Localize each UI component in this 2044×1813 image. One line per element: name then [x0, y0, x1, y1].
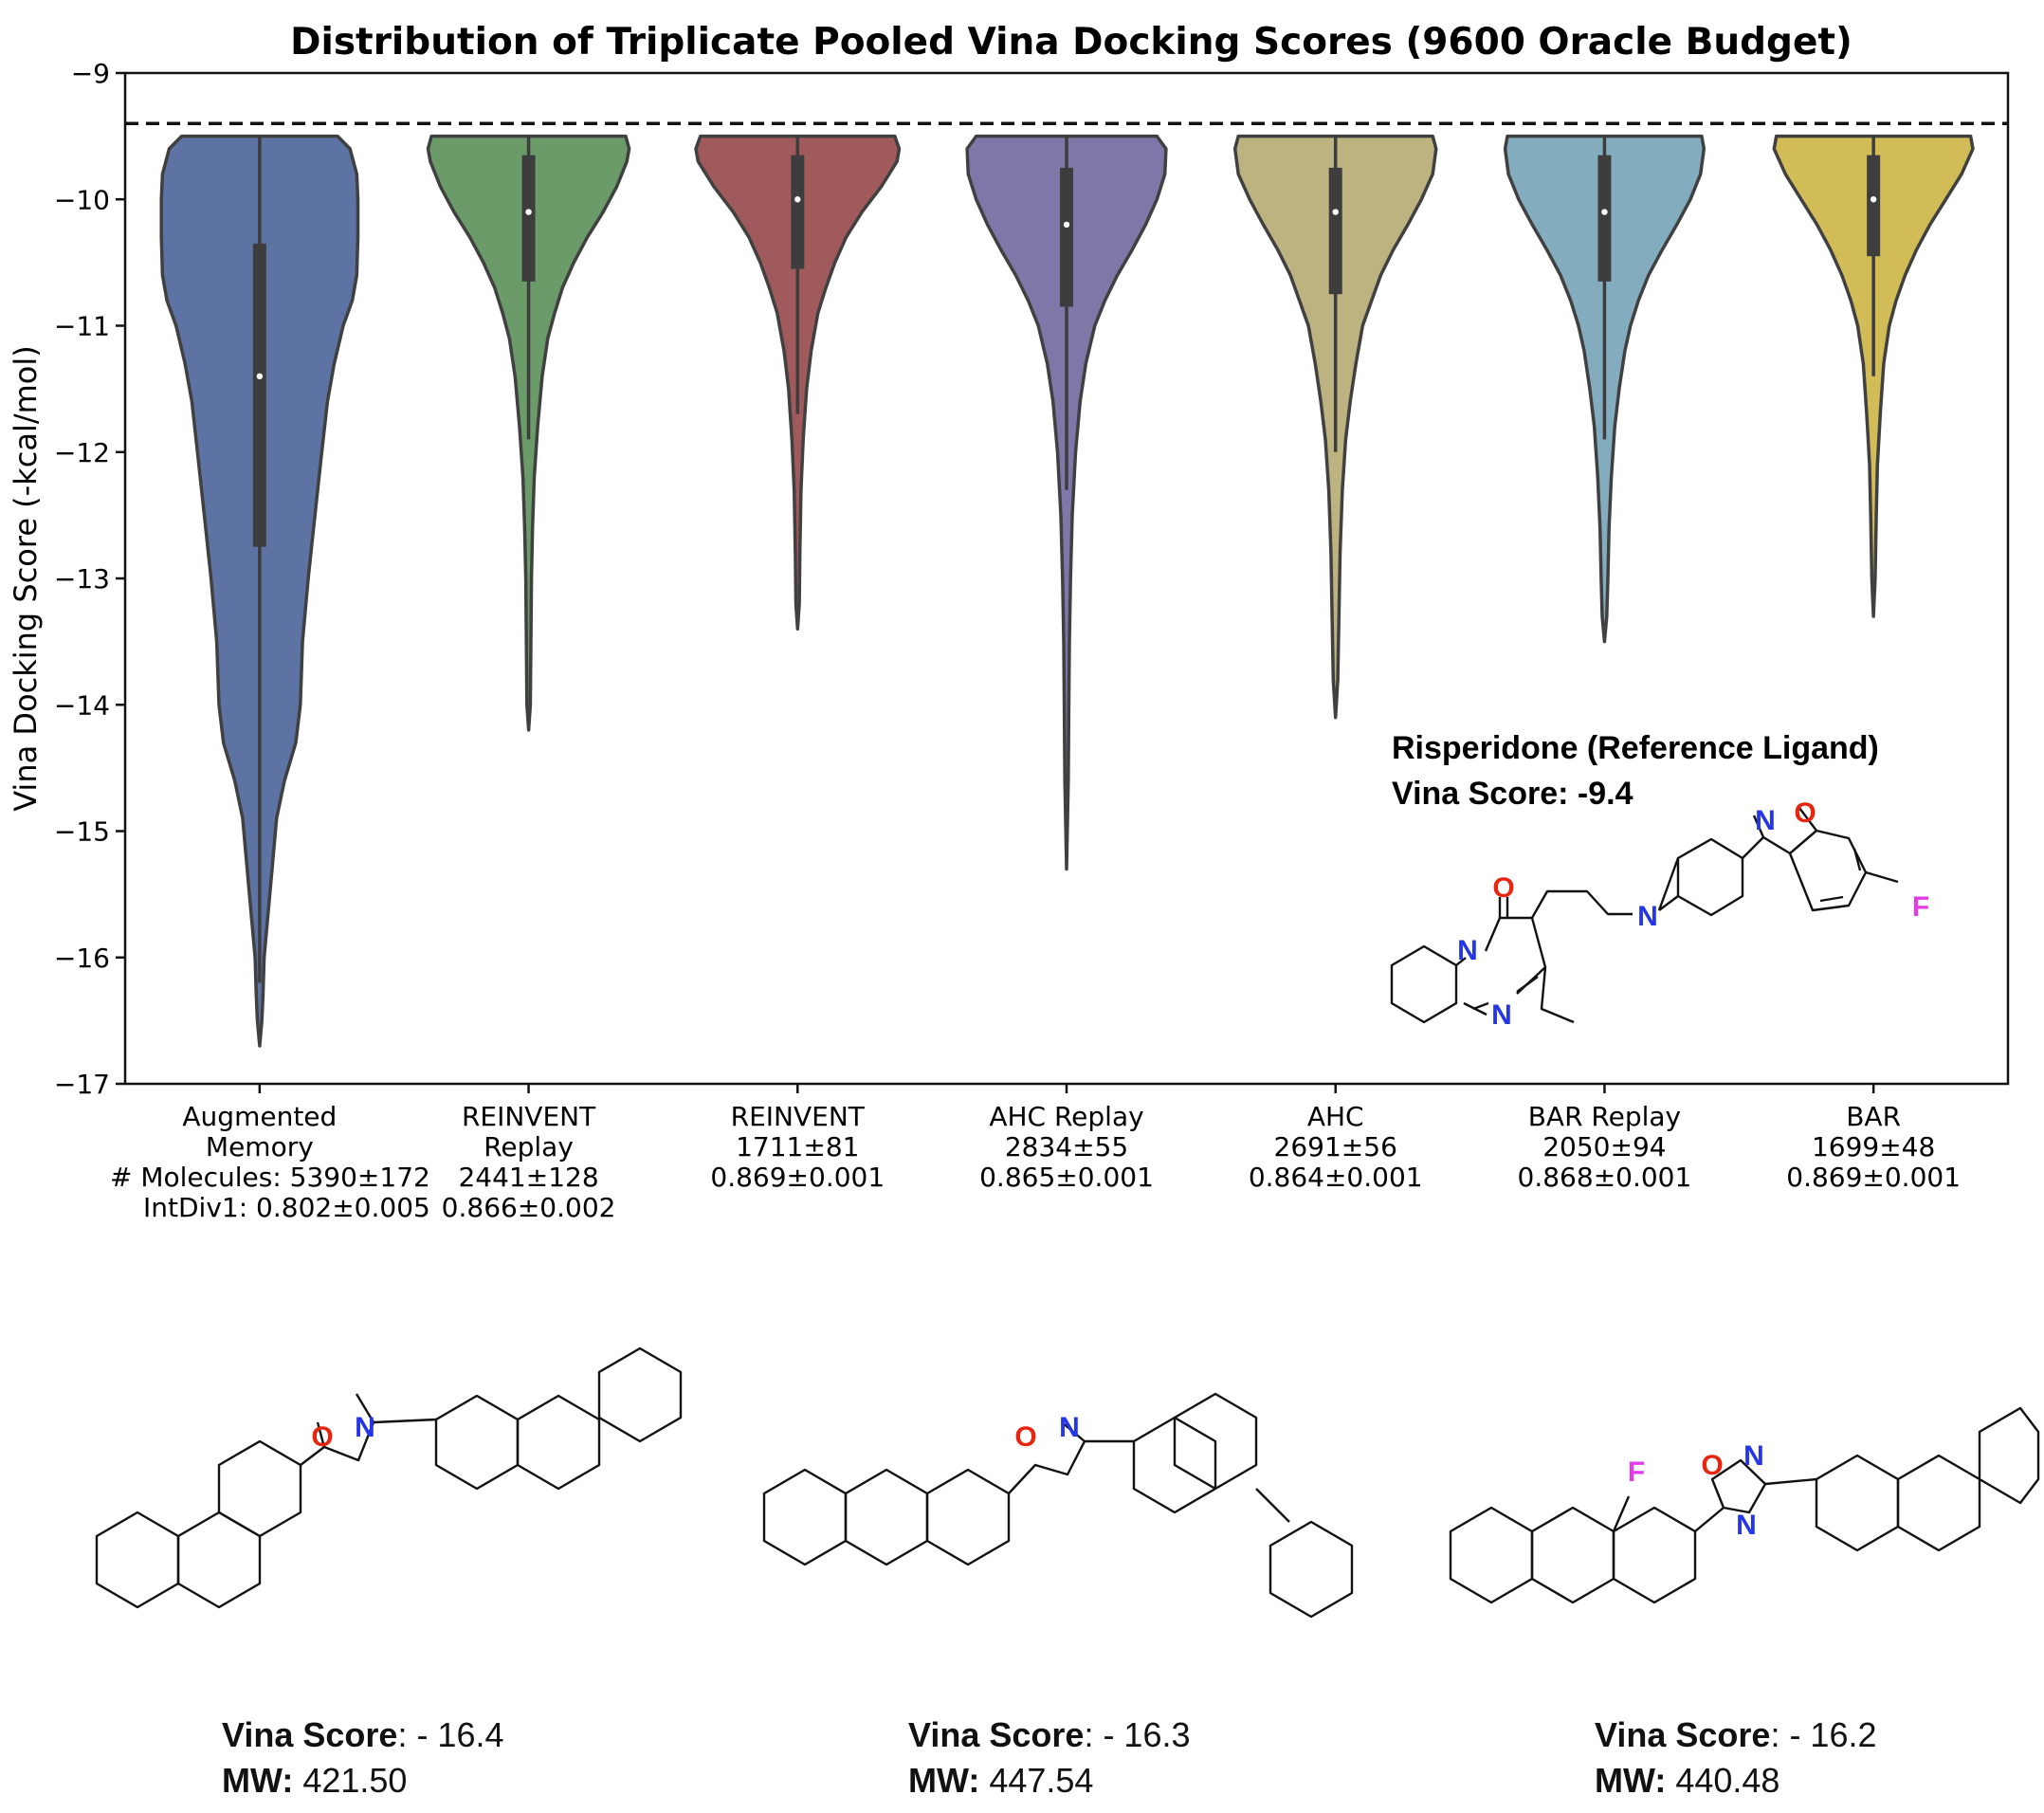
y-tick-label: −11	[54, 311, 110, 342]
iqr-box-bar-replay	[1597, 155, 1612, 282]
risperidone-oxygen-carbonyl: O	[1492, 872, 1514, 904]
molecule-1-oxygen: O	[311, 1421, 333, 1453]
x-label-line: Augmented	[182, 1101, 337, 1132]
molecule-3-nitrogen-bottom: N	[1736, 1510, 1757, 1541]
molecule-1-score-label: Vina Score	[222, 1715, 398, 1754]
molecule-2-mw-value: 447.54	[979, 1761, 1094, 1800]
x-label-line: 2834±55	[1005, 1131, 1128, 1163]
y-tick-label: −17	[54, 1069, 110, 1100]
median-dot-reinvent	[794, 196, 801, 203]
molecule-2-mw-label: MW:	[908, 1761, 980, 1800]
molecule-3-mw-value: 440.48	[1666, 1761, 1780, 1800]
x-label-line: REINVENT	[462, 1101, 596, 1132]
risperidone-structure	[1390, 807, 1899, 1024]
reference-score: Vina Score: -9.4	[1392, 776, 1633, 812]
x-label-line: 0.869±0.001	[1786, 1162, 1961, 1193]
iqr-box-bar	[1867, 155, 1881, 257]
y-tick-label: −12	[54, 437, 110, 468]
x-label-line: 0.864±0.001	[1249, 1162, 1423, 1193]
median-dot-bar	[1870, 196, 1877, 203]
x-label-line: # Molecules: 5390±172	[110, 1162, 430, 1193]
x-label-line: REINVENT	[731, 1101, 866, 1132]
x-label-line: AHC Replay	[989, 1101, 1143, 1132]
iqr-box-reinvent-replay	[521, 155, 536, 282]
x-label-line: BAR	[1846, 1101, 1901, 1132]
x-label-line: 0.868±0.001	[1518, 1162, 1692, 1193]
molecule-3-structure	[1449, 1406, 2040, 1604]
chart-title: Distribution of Triplicate Pooled Vina D…	[290, 21, 1852, 64]
reference-name: Risperidone (Reference Ligand)	[1392, 730, 1879, 766]
iqr-box-ahc	[1328, 167, 1342, 295]
y-axis-label: Vina Docking Score (-kcal/mol)	[8, 345, 44, 812]
molecule-1-nitrogen: N	[355, 1412, 375, 1443]
risperidone-nitrogen-piperidine: N	[1637, 901, 1658, 932]
molecule-2-nitrogen: N	[1059, 1412, 1080, 1443]
molecule-3-info: Vina Score: - 16.2 MW: 440.48	[1595, 1712, 1877, 1804]
median-dot-ahc-replay	[1063, 221, 1070, 229]
molecule-3-mw-label: MW:	[1595, 1761, 1667, 1800]
iqr-box-reinvent	[791, 155, 805, 269]
violin-ahc-replay	[965, 134, 1168, 871]
median-dot-augmented-memory	[256, 373, 264, 379]
y-tick-label: −14	[54, 689, 110, 721]
molecule-3-score-value: : - 16.2	[1770, 1715, 1877, 1754]
y-axis-ticks: −9 −10 −11 −12 −13 −14 −15 −16 −17	[54, 58, 125, 1100]
iqr-box-ahc-replay	[1060, 167, 1073, 307]
x-label-line: 2691±56	[1274, 1131, 1397, 1163]
median-dot-reinvent-replay	[525, 209, 532, 215]
molecule-1-structure	[95, 1346, 683, 1609]
molecule-1-score-value: : - 16.4	[397, 1715, 504, 1754]
risperidone-nitrogen-ring1: N	[1457, 935, 1478, 966]
molecule-2-score-label: Vina Score	[908, 1715, 1085, 1754]
x-label-line: 0.865±0.001	[979, 1162, 1154, 1193]
iqr-box-augmented-memory	[252, 243, 266, 547]
molecule-2-structure	[762, 1392, 1354, 1619]
y-tick-label: −9	[71, 58, 110, 89]
x-label-line: Replay	[484, 1131, 574, 1163]
molecule-3-fluorine: F	[1628, 1456, 1645, 1488]
x-label-line: 2050±94	[1542, 1131, 1666, 1163]
median-dot-bar-replay	[1601, 209, 1608, 215]
molecule-1-info: Vina Score: - 16.4 MW: 421.50	[222, 1712, 504, 1804]
risperidone-oxygen-isoxazole: O	[1794, 797, 1816, 829]
molecule-3-nitrogen-top: N	[1743, 1440, 1764, 1472]
molecule-1-mw-value: 421.50	[293, 1761, 408, 1800]
violins	[159, 134, 1975, 1048]
x-label-line: AHC	[1307, 1101, 1364, 1132]
molecule-1-mw-label: MW:	[222, 1761, 294, 1800]
risperidone-nitrogen-isoxazole: N	[1755, 805, 1776, 836]
x-label-line: 0.869±0.001	[710, 1162, 885, 1193]
molecule-3-score-label: Vina Score	[1595, 1715, 1771, 1754]
molecule-3-oxygen: O	[1701, 1450, 1723, 1481]
x-label-line: IntDiv1: 0.802±0.005	[143, 1192, 430, 1223]
molecule-2-info: Vina Score: - 16.3 MW: 447.54	[908, 1712, 1191, 1804]
x-label-line: Memory	[206, 1131, 314, 1163]
molecule-2-score-value: : - 16.3	[1084, 1715, 1191, 1754]
x-label-line: 1699±48	[1812, 1131, 1935, 1163]
x-label-line: 2441±128	[458, 1162, 598, 1193]
risperidone-nitrogen-ring2: N	[1491, 999, 1512, 1031]
y-tick-label: −10	[54, 184, 110, 215]
molecule-2-oxygen: O	[1014, 1421, 1036, 1453]
x-label-line: BAR Replay	[1528, 1101, 1681, 1132]
risperidone-fluorine: F	[1912, 891, 1929, 923]
median-dot-ahc	[1332, 209, 1339, 215]
y-tick-label: −13	[54, 563, 110, 595]
y-tick-label: −16	[54, 943, 110, 974]
y-tick-label: −15	[54, 816, 110, 848]
x-label-line: 1711±81	[736, 1131, 859, 1163]
x-label-line: 0.866±0.002	[442, 1192, 616, 1223]
